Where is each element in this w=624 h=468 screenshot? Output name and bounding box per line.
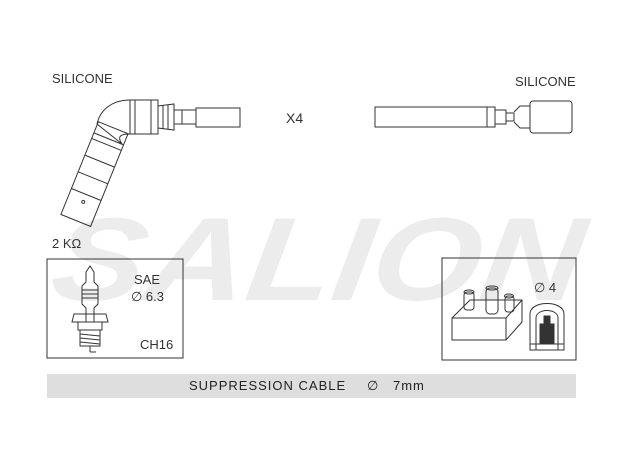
plug-standard-label: SAE <box>134 272 161 287</box>
left-material-label: SILICONE <box>52 71 113 86</box>
coil-box <box>441 257 577 361</box>
cable-spec-bar: SUPPRESSION CABLE ∅ 7mm <box>47 374 576 398</box>
diameter-symbol: ∅ <box>367 378 380 393</box>
plug-diameter-label: ∅ 6.3 <box>131 289 165 304</box>
spark-plug-icon <box>71 265 109 353</box>
coil-diameter-label: ∅ 4 <box>534 280 557 295</box>
quantity-label: X4 <box>286 110 304 126</box>
straight-connector <box>374 100 573 134</box>
coil-terminal-icon <box>529 303 565 351</box>
cable-type-label: SUPPRESSION CABLE <box>189 378 347 393</box>
spark-plug-box <box>46 258 184 359</box>
right-material-label: SILICONE <box>515 74 576 89</box>
ignition-coil-icon <box>451 285 523 341</box>
plug-hex-label: CH16 <box>140 337 174 352</box>
resistance-label: 2 KΩ <box>52 236 82 251</box>
angled-boot-connector <box>60 99 241 228</box>
cable-diameter-value: 7mm <box>393 378 425 393</box>
